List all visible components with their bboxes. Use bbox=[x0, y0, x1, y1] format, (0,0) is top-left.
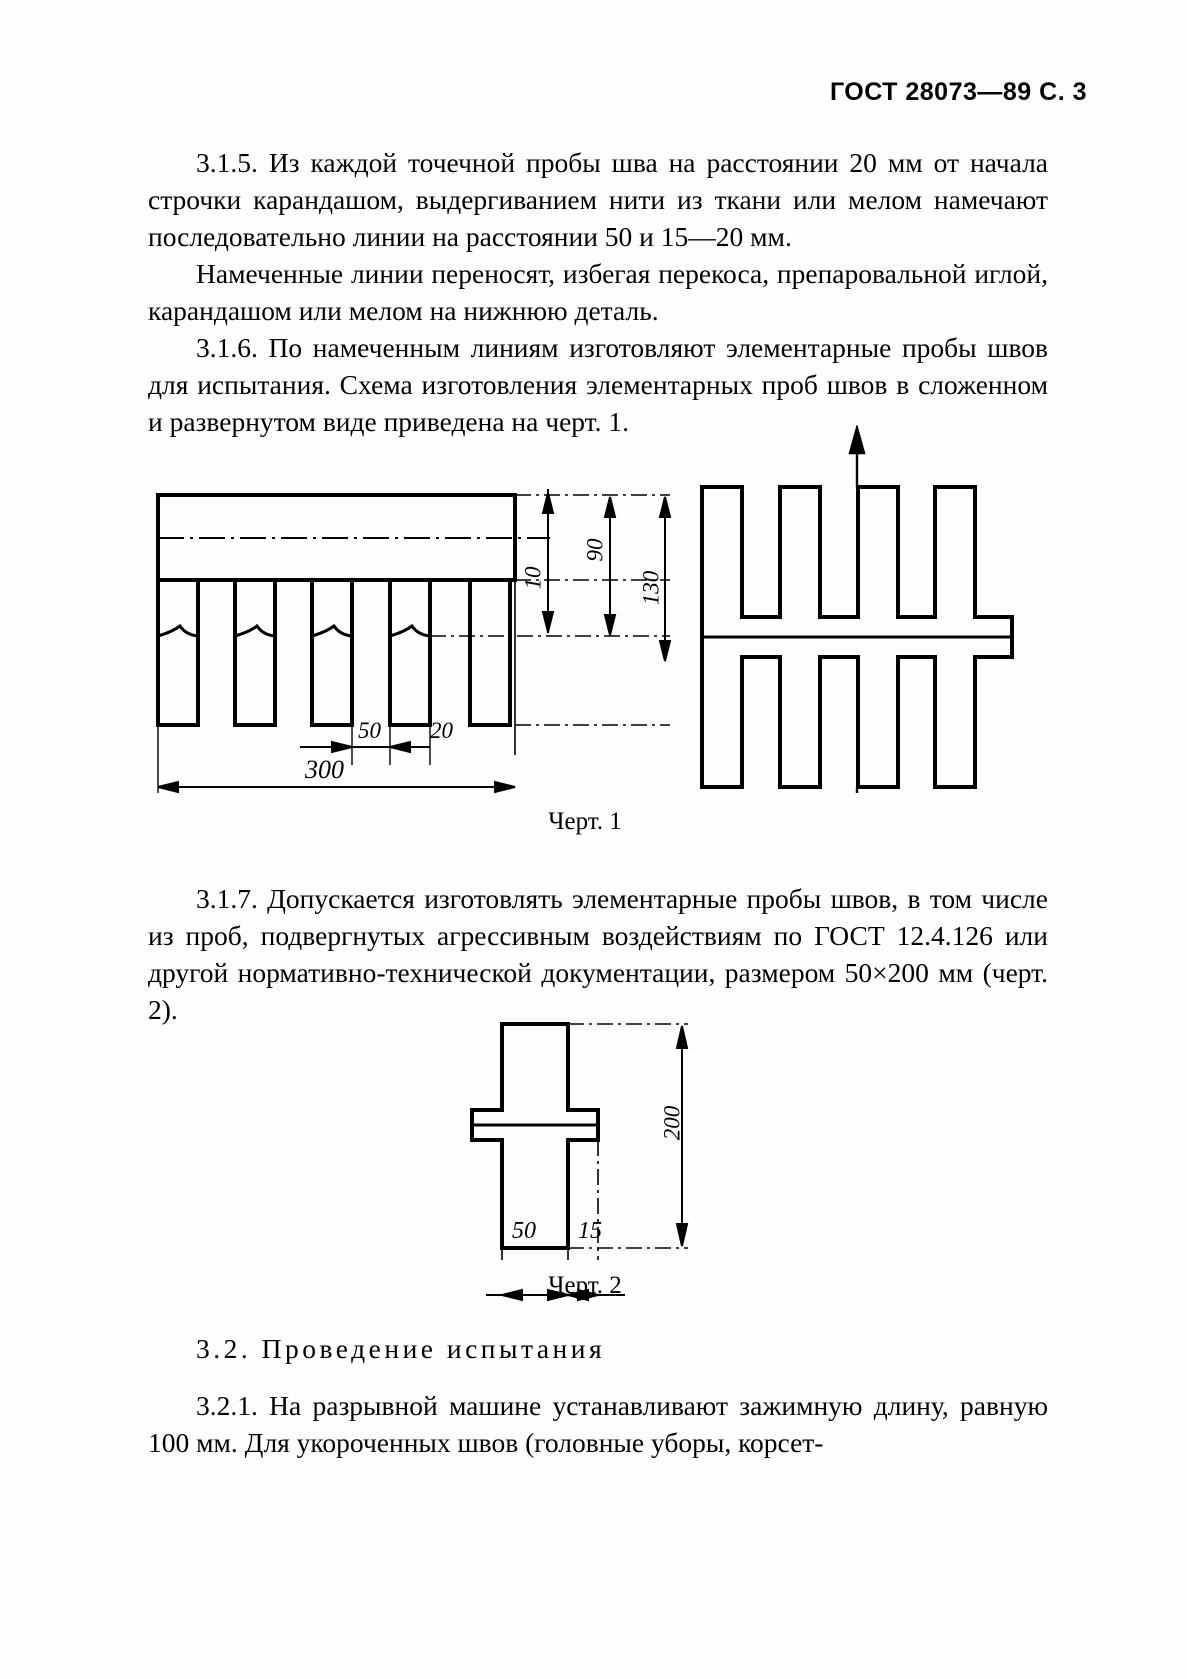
figure-2-drawing: 200 50 15 bbox=[450, 1010, 730, 1319]
figure-2-svg bbox=[470, 1022, 689, 1295]
fig1-dimension-10: 10 bbox=[520, 566, 546, 590]
paragraph-3-1-5: 3.1.5. Из каждой точечной пробы шва на р… bbox=[148, 147, 1048, 252]
fig2-dimension-15: 15 bbox=[578, 1218, 602, 1244]
heading-3-2: 3.2. Проведение испытания bbox=[196, 1333, 606, 1364]
text-block-middle: 3.1.7. Допускается изготовлять элементар… bbox=[148, 880, 1048, 1028]
paragraph-marked-lines: Намеченные линии переносят, избегая пере… bbox=[148, 258, 1048, 326]
figure-1-caption: Черт. 1 bbox=[548, 808, 622, 835]
paragraph-3-2-1: 3.2.1. На разрывной машине устанавливают… bbox=[148, 1390, 1048, 1458]
figure-2-horizontal-dims-svg bbox=[486, 1288, 625, 1302]
figure-2-caption: Черт. 2 bbox=[548, 1272, 622, 1299]
fig2-dimension-50: 50 bbox=[512, 1218, 536, 1244]
text-block-lower: 3.2. Проведение испытания 3.2.1. На разр… bbox=[148, 1330, 1048, 1461]
fig1-dimension-130: 130 bbox=[638, 570, 664, 606]
figure-1-svg bbox=[156, 423, 1014, 794]
fig1-dimension-300: 300 bbox=[305, 755, 344, 784]
text-block-upper: 3.1.5. Из каждой точечной пробы шва на р… bbox=[148, 144, 1048, 440]
fig2-dimension-200: 200 bbox=[659, 1105, 685, 1141]
figure-1-drawing: 10 90 130 50 20 300 bbox=[140, 423, 1060, 800]
fig1-dimension-50: 50 bbox=[358, 718, 381, 743]
paragraph-3-1-6: 3.1.6. По намеченным линиям изготовляют … bbox=[148, 332, 1048, 437]
page-header-standard-number: ГОСТ 28073—89 С. 3 bbox=[829, 78, 1087, 106]
paragraph-3-1-7: 3.1.7. Допускается изготовлять элементар… bbox=[148, 883, 1048, 1025]
fig1-dimension-20: 20 bbox=[430, 718, 453, 743]
fig1-dimension-90: 90 bbox=[582, 538, 608, 562]
